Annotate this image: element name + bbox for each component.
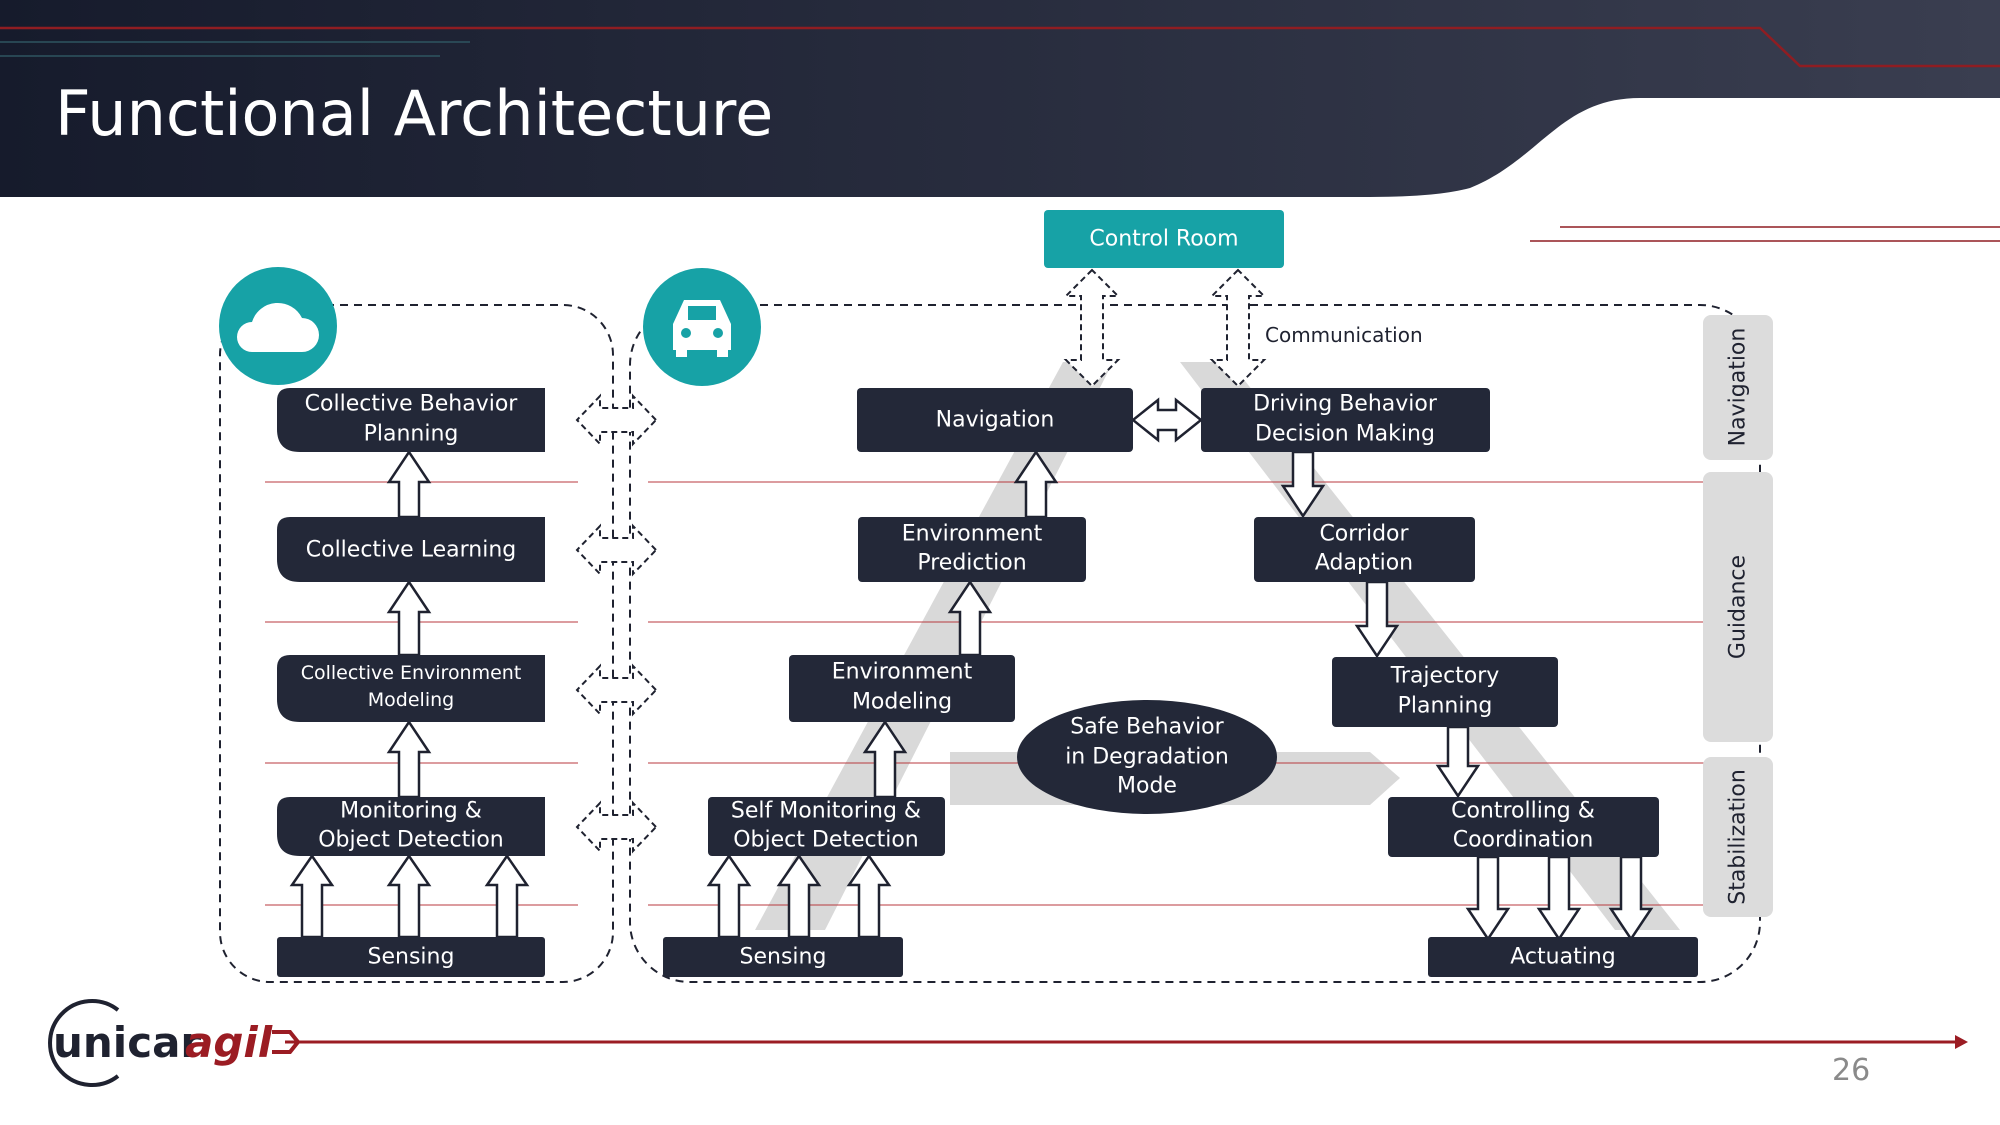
environment-modeling-box: Environment Modeling [789,655,1015,722]
svg-text:Corridor: Corridor [1319,522,1409,547]
up-arrow-envpred-navigation [1013,449,1059,519]
unicaragil-logo: unicar agil [48,999,301,1087]
svg-text:Environment: Environment [902,522,1043,547]
control-room-box: Control Room [1044,210,1284,268]
layer-label-stabilization: Stabilization [1726,769,1751,905]
driving-behavior-decision-making-box: Driving Behavior Decision Making [1201,388,1490,452]
up-arrow-sensing-selfmon-3 [846,853,892,939]
link-arrow-learning [575,523,658,577]
svg-text:in Degradation: in Degradation [1065,745,1229,770]
cloud-vehicle-links [575,393,658,854]
svg-text:Sensing: Sensing [740,945,827,970]
svg-text:Trajectory: Trajectory [1390,664,1500,689]
svg-text:Coordination: Coordination [1453,828,1594,853]
page-number: 26 [1832,1053,1870,1088]
cloud-region-outline [219,304,614,983]
link-arrow-envmodel [575,663,658,717]
svg-text:Adaption: Adaption [1315,551,1413,576]
layer-panel-stabilization: Stabilization [1703,757,1773,917]
up-arrow-sensing-monitor-3 [484,853,530,939]
up-arrow-learning-behavior [386,449,432,519]
page-title: Functional Architecture [55,77,773,150]
communication-label: Communication [1265,323,1423,347]
collective-learning-box: Collective Learning [277,517,545,582]
double-arrow-navigation-decision [1130,397,1204,443]
link-arrow-control-navigation [1063,268,1121,388]
car-icon [643,268,761,386]
up-arrow-sensing-monitor-1 [289,853,335,939]
down-arrow-corridor-trajectory [1354,580,1400,659]
vehicle-region-outline [629,304,1761,983]
vehicle-flow-arrows [706,397,1654,942]
monitoring-object-detection-box: Monitoring & Object Detection [277,797,545,856]
cloud-icon [219,267,337,385]
down-arrow-controlling-actuating-2 [1536,855,1582,942]
vehicle-sensing-box: Sensing [663,937,903,977]
down-arrow-decision-corridor [1280,450,1326,519]
navigation-box: Navigation [857,388,1133,452]
svg-text:Collective Environment: Collective Environment [301,662,522,684]
footer: unicar agil 26 [48,999,1968,1088]
svg-text:Planning: Planning [1398,694,1493,719]
svg-text:Collective Learning: Collective Learning [306,538,516,563]
up-arrow-monitor-envmodel [386,719,432,799]
svg-text:Modeling: Modeling [368,689,454,711]
down-arrow-controlling-actuating-3 [1608,855,1654,942]
up-arrow-envmodel-envpred [947,579,993,657]
actuating-box: Actuating [1428,937,1698,977]
link-arrow-control-decision [1209,268,1267,388]
link-arrow-monitor [575,800,658,854]
down-arrow-trajectory-controlling [1435,725,1481,799]
svg-text:Controlling &: Controlling & [1451,799,1595,824]
svg-text:Self Monitoring &: Self Monitoring & [731,799,921,824]
layer-panel-guidance: Guidance [1703,472,1773,742]
up-arrow-sensing-selfmon-2 [776,853,822,939]
up-arrow-sensing-selfmon-1 [706,853,752,939]
up-arrow-sensing-monitor-2 [386,853,432,939]
down-arrow-controlling-actuating-1 [1465,855,1511,942]
cloud-sensing-box: Sensing [277,937,545,977]
svg-text:Navigation: Navigation [936,408,1055,433]
up-arrow-selfmon-envmodel [862,719,908,799]
layer-label-guidance: Guidance [1726,555,1751,659]
control-room-label: Control Room [1089,227,1238,252]
controlling-coordination-box: Controlling & Coordination [1388,797,1659,857]
up-arrow-envmodel-learning [386,579,432,657]
cloud-flow-arrows [289,449,530,939]
svg-text:Safe Behavior: Safe Behavior [1070,715,1224,740]
layer-label-navigation: Navigation [1726,328,1751,447]
environment-prediction-box: Environment Prediction [858,517,1086,582]
svg-text:Driving Behavior: Driving Behavior [1253,392,1438,417]
collective-behavior-planning-box: Collective Behavior Planning [277,388,545,452]
svg-text:Environment: Environment [832,660,973,685]
self-monitoring-object-detection-box: Self Monitoring & Object Detection [708,797,945,856]
svg-text:Sensing: Sensing [368,945,455,970]
safe-behavior-degradation-mode-ellipse: Safe Behavior in Degradation Mode [1017,700,1277,814]
svg-text:Prediction: Prediction [917,551,1026,576]
svg-text:Actuating: Actuating [1510,945,1615,970]
logo-text-agil: agil [185,1018,273,1067]
trajectory-planning-box: Trajectory Planning [1332,657,1558,727]
svg-text:Planning: Planning [364,422,459,447]
link-arrow-behavior [575,393,658,447]
control-room-links [1063,268,1267,388]
svg-text:Object Detection: Object Detection [318,828,504,853]
svg-text:Decision Making: Decision Making [1255,422,1435,447]
svg-text:Monitoring &: Monitoring & [340,799,482,824]
corridor-adaption-box: Corridor Adaption [1254,517,1475,582]
logo-text-unicar: unicar [53,1018,201,1067]
svg-text:Object Detection: Object Detection [733,828,919,853]
header-band [0,0,2000,242]
svg-text:Mode: Mode [1117,774,1177,799]
collective-environment-modeling-box: Collective Environment Modeling [277,655,545,722]
svg-text:Modeling: Modeling [852,690,952,715]
svg-text:Collective Behavior: Collective Behavior [305,392,519,417]
layer-panel-navigation: Navigation [1703,315,1773,460]
